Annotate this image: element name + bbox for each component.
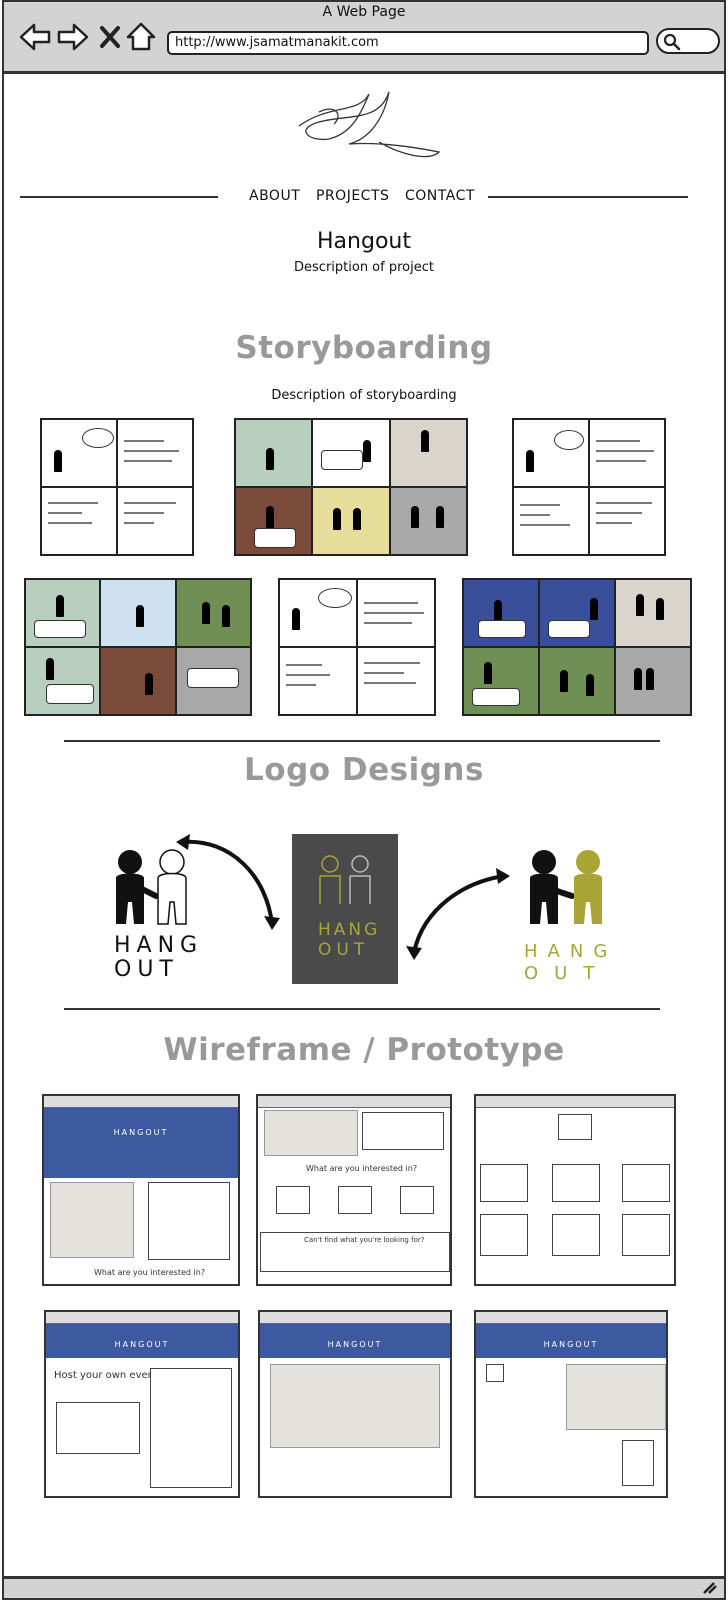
nav-divider-left	[20, 196, 218, 198]
handshake-logo-icon	[116, 849, 187, 925]
logo-right-label-line2: OUT	[524, 963, 611, 984]
forward-arrow-icon[interactable]	[56, 22, 90, 52]
search-box[interactable]	[656, 28, 720, 54]
storyboard-thumbnail[interactable]	[24, 578, 252, 716]
wireframe-thumbnail[interactable]: HANGOUT	[258, 1310, 452, 1498]
logo-left-label-line2: OUT	[114, 957, 179, 982]
logo-right-label-line1: HANG	[524, 941, 618, 962]
storyboard-thumbnail[interactable]	[512, 418, 666, 556]
storyboard-thumbnail[interactable]	[40, 418, 194, 556]
wireframe-brand: HANGOUT	[476, 1324, 666, 1358]
curved-arrow-icon	[176, 834, 280, 930]
resize-grip-icon[interactable]	[702, 1581, 718, 1595]
search-icon	[663, 33, 681, 51]
project-title: Hangout	[317, 229, 411, 254]
storyboard-thumbnail[interactable]	[278, 578, 436, 716]
storyboard-thumbnail[interactable]	[462, 578, 692, 716]
logo-designs-heading: Logo Designs	[244, 752, 484, 788]
storyboard-thumbnail[interactable]	[234, 418, 468, 556]
section-divider	[64, 740, 660, 742]
wireframe-brand: HANGOUT	[46, 1324, 238, 1358]
window-title: A Web Page	[322, 4, 406, 20]
storyboarding-heading: Storyboarding	[235, 330, 493, 366]
home-icon[interactable]	[126, 22, 156, 52]
storyboarding-description: Description of storyboarding	[271, 388, 457, 403]
wireframe-thumbnail[interactable]	[474, 1094, 676, 1286]
nav-about-link[interactable]: ABOUT	[249, 188, 301, 204]
browser-status-bar	[4, 1576, 724, 1598]
wireframe-banner: Can't find what you're looking for?	[304, 1236, 425, 1244]
nav-contact-link[interactable]: CONTACT	[405, 188, 475, 204]
wireframe-thumbnail[interactable]: HANGOUT What are you interested in?	[42, 1094, 240, 1286]
section-divider	[64, 1008, 660, 1010]
wireframe-thumbnail[interactable]: What are you interested in? Can't find w…	[256, 1094, 452, 1286]
nav-divider-right	[488, 196, 688, 198]
wireframe-brand: HANGOUT	[44, 1108, 238, 1178]
logo-dark-panel: HANG OUT	[292, 834, 398, 984]
project-description: Description of project	[294, 260, 434, 275]
back-arrow-icon[interactable]	[18, 22, 52, 52]
wireframe-brand: HANGOUT	[260, 1324, 450, 1358]
logo-center-label-line1: HANG	[318, 920, 381, 940]
wireframe-footer-text: What are you interested in?	[94, 1268, 206, 1277]
nav-projects-link[interactable]: PROJECTS	[316, 188, 390, 204]
address-bar[interactable]: http://www.jsamatmanakit.com	[167, 31, 649, 55]
wireframe-thumbnail[interactable]: HANGOUT Host your own event!	[44, 1310, 240, 1498]
wireframe-heading: Wireframe / Prototype	[163, 1032, 565, 1068]
handshake-logo-outline-icon	[319, 855, 371, 904]
signature-logo[interactable]	[289, 84, 449, 164]
wireframe-title: Host your own event!	[54, 1370, 162, 1381]
curved-arrow-icon	[406, 868, 510, 960]
handshake-logo-color-icon	[530, 850, 602, 924]
browser-chrome: A Web Page http://www.jsamatmanakit.com	[4, 2, 724, 74]
logo-left-label-line1: HANG	[114, 933, 204, 958]
wireframe-thumbnail[interactable]: HANGOUT	[474, 1310, 668, 1498]
close-x-icon[interactable]	[98, 22, 122, 52]
wireframe-title: What are you interested in?	[306, 1164, 418, 1173]
logo-center-label-line2: OUT	[318, 940, 370, 960]
